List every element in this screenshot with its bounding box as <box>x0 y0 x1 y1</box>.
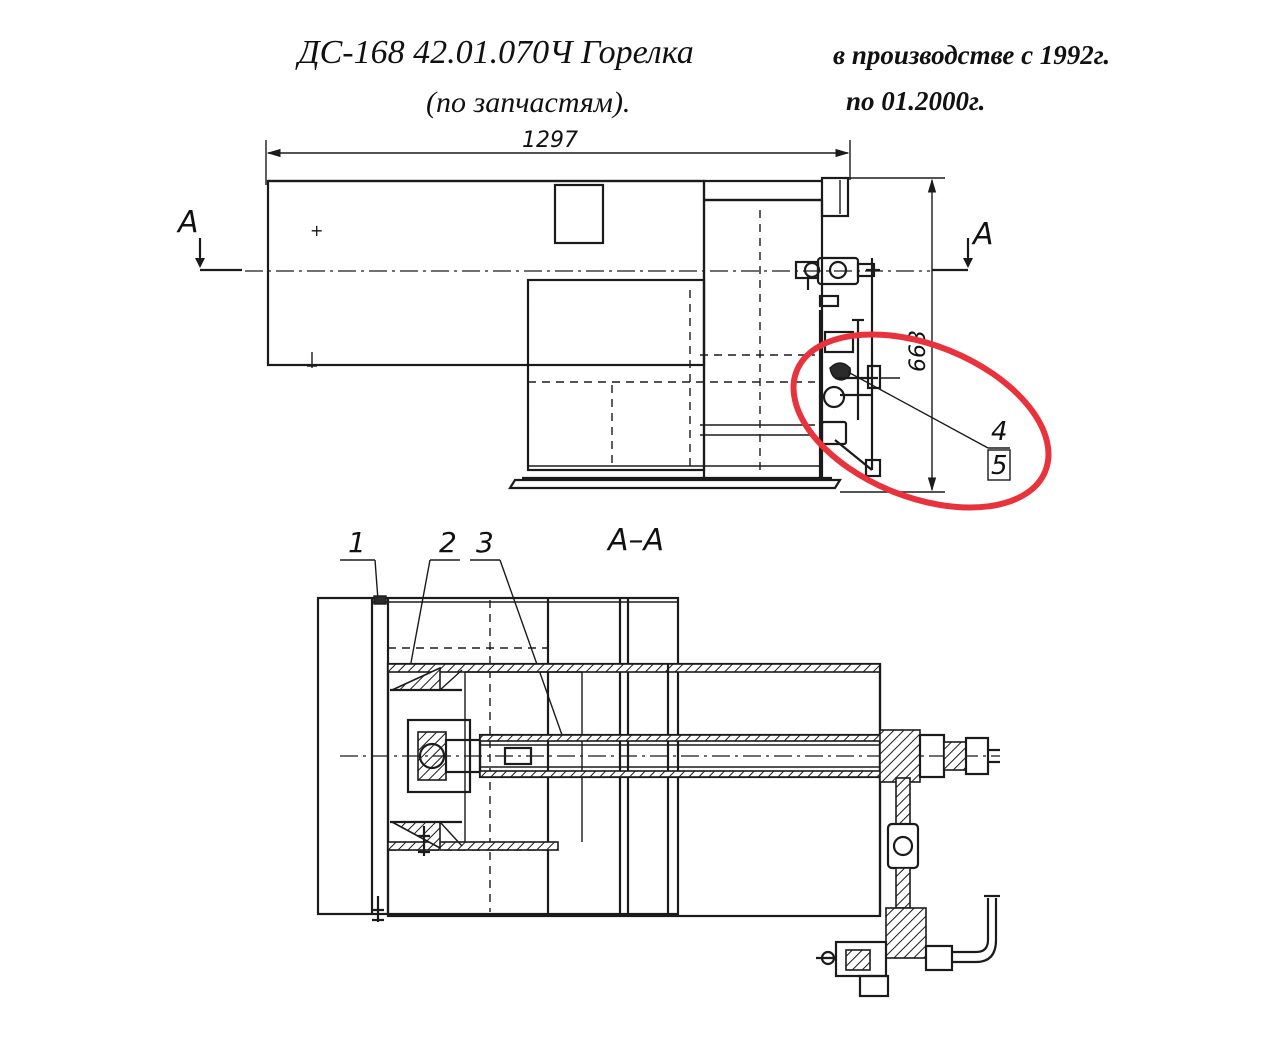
highlight-ellipse <box>790 331 1052 511</box>
callout-1: 1 <box>348 526 366 559</box>
production-period-line1: в производстве с 1992г. <box>833 40 1111 70</box>
callout-5: 5 <box>991 451 1008 481</box>
gas-valve-assembly <box>794 256 900 478</box>
svg-text:A: A <box>176 205 199 240</box>
callout-2: 2 <box>439 526 457 559</box>
production-period-line2: по 01.2000г. <box>846 86 986 116</box>
drawing-title-line1: ДС-168 42.01.070Ч Горелка <box>298 34 694 71</box>
section-title: A–A <box>606 523 664 558</box>
callout-4: 4 <box>991 417 1008 447</box>
callout-4-5: 4 5 <box>847 371 1011 481</box>
width-dimension: 1297 <box>265 128 851 185</box>
section-mark-left: A <box>176 205 242 272</box>
section-view-a-a: A–A 1 2 3 <box>316 523 1000 998</box>
section-mark-right: A <box>932 217 994 272</box>
svg-text:A: A <box>971 217 994 252</box>
drawing-title-line2: (по запчастям). <box>426 86 631 119</box>
width-dimension-label: 1297 <box>522 128 578 153</box>
callout-3: 3 <box>476 526 494 559</box>
callout-1-2-3: 1 2 3 <box>340 526 563 736</box>
top-view: 1297 663 A A <box>176 128 1052 511</box>
svg-text:+: + <box>310 221 323 240</box>
